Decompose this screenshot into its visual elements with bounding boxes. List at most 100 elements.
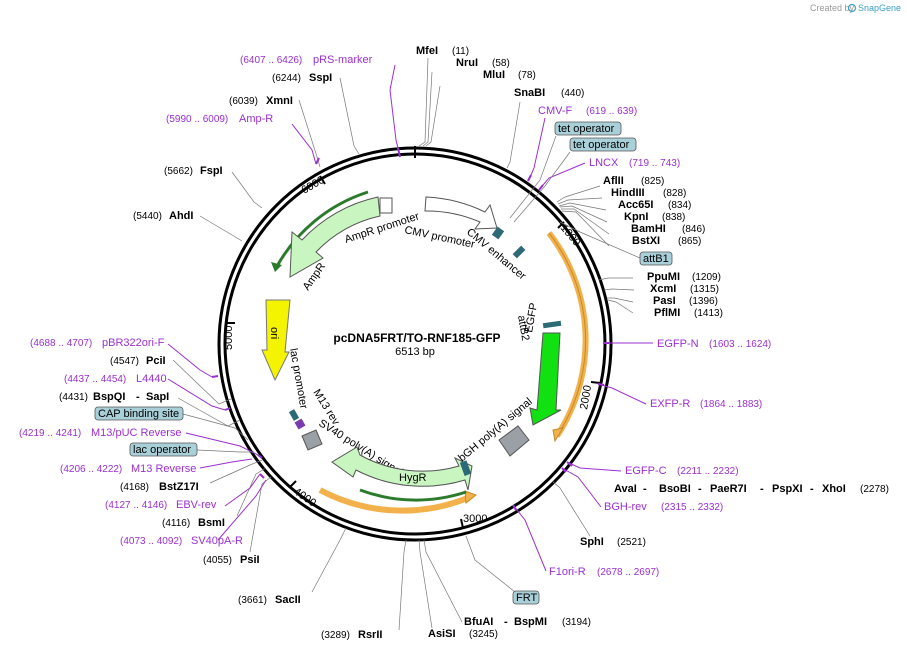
box-cap-label: CAP binding site bbox=[98, 408, 179, 420]
enzyme-xhoi-pos: (2278) bbox=[860, 484, 889, 495]
primer-labels: (6407 .. 6426) pRS-marker (5990 .. 6009)… bbox=[19, 54, 771, 578]
enzyme-ahdi-pos: (5440) bbox=[133, 211, 162, 222]
bgh-label: bGH poly(A) signal bbox=[456, 396, 534, 465]
enzyme-bsobi: BsoBI bbox=[659, 483, 691, 495]
lac-promoter-shape bbox=[301, 429, 323, 451]
watermark-prefix: Created by bbox=[810, 3, 855, 13]
green-arc-top bbox=[274, 190, 369, 269]
enzyme-bstxi-pos: (865) bbox=[678, 236, 701, 247]
cmv-enhancer-arrow bbox=[424, 196, 498, 230]
enzyme-sep-2: - bbox=[698, 483, 702, 495]
enzyme-sspi-pos: (6244) bbox=[272, 73, 301, 84]
plasmid-title: pcDNA5FRT/TO-RNF185-GFP bbox=[333, 331, 500, 345]
tick-mark-2000 bbox=[590, 381, 601, 384]
primer-m13puc-range: (4219 .. 4241) bbox=[19, 428, 81, 439]
tet-operator-mark-2 bbox=[512, 245, 526, 259]
enzyme-saci: SacII bbox=[275, 594, 301, 606]
tet-operator-mark-1 bbox=[491, 226, 505, 240]
enzyme-bfuai: BfuAI bbox=[464, 616, 493, 628]
hygr-arrow bbox=[331, 446, 473, 491]
enzyme-aflii-pos: (825) bbox=[641, 176, 664, 187]
frt-leader bbox=[465, 535, 516, 593]
ori-arrow bbox=[261, 299, 291, 382]
primer-ampr-range: (5990 .. 6009) bbox=[166, 114, 228, 125]
enzyme-pcii-pos: (4547) bbox=[110, 356, 139, 367]
tick-mark-1000 bbox=[557, 221, 565, 229]
primer-sv40pa-name: SV40pA-R bbox=[191, 535, 243, 547]
enzyme-psii-pos: (4055) bbox=[203, 555, 232, 566]
attb2-label: attB2 bbox=[515, 314, 531, 341]
enzyme-sep-6: - bbox=[136, 391, 140, 403]
primer-prs-name: pRS-marker bbox=[313, 54, 373, 66]
enzyme-xhoi: XhoI bbox=[822, 483, 846, 495]
enzyme-asisi-pos: (3245) bbox=[469, 629, 498, 640]
plasmid-size: 6513 bp bbox=[395, 346, 435, 358]
enzyme-pcii: PciI bbox=[146, 355, 166, 367]
green-arc-top-head bbox=[271, 262, 282, 272]
box-frt bbox=[512, 590, 540, 605]
primer-pbr322-range: (4688 .. 4707) bbox=[30, 338, 92, 349]
tick-label-3000: 3000 bbox=[463, 513, 487, 525]
enzyme-nrui-pos: (58) bbox=[492, 58, 510, 69]
enzyme-bspmi-pos: (3194) bbox=[562, 617, 591, 628]
enzyme-aflii: AflII bbox=[603, 175, 624, 187]
enzyme-kpni: KpnI bbox=[624, 211, 648, 223]
primer-m13rev-range: (4206 .. 4222) bbox=[60, 464, 122, 475]
enzyme-sapi: SapI bbox=[146, 391, 169, 403]
enzyme-mlui: MluI bbox=[483, 69, 505, 81]
enzyme-sep-1: - bbox=[643, 483, 647, 495]
enzyme-bamhi-pos: (846) bbox=[682, 224, 705, 235]
enzyme-ahdi: AhdI bbox=[169, 210, 193, 222]
primer-sv40pa-range: (4073 .. 4092) bbox=[120, 536, 182, 547]
primer-egfpc-name: EGFP-C bbox=[625, 465, 667, 477]
m13-rev-mark bbox=[294, 418, 306, 430]
box-tetop2 bbox=[569, 137, 637, 152]
snapgene-watermark: Created by SnapGene bbox=[810, 3, 901, 13]
orange-arc-bottom-head bbox=[464, 490, 478, 504]
tick-label-6000: 6000 bbox=[300, 174, 327, 197]
enzyme-bspqi-pos: (4431) bbox=[59, 392, 88, 403]
enzyme-bspqi: BspQI bbox=[93, 391, 125, 403]
cmv-enhancer-label: CMV promoter bbox=[403, 224, 476, 251]
primer-prs-range: (6407 .. 6426) bbox=[240, 55, 302, 66]
enzyme-bsmi-pos: (4116) bbox=[162, 518, 190, 529]
box-cap bbox=[94, 406, 184, 421]
enzyme-ppumi: PpuMI bbox=[647, 271, 680, 283]
orange-arc-right-head bbox=[552, 427, 565, 443]
egfp-arrow bbox=[529, 332, 562, 426]
enzyme-pflmi: PflMI bbox=[654, 307, 680, 319]
box-frt-label: FRT bbox=[516, 592, 537, 604]
ampr-promoter-shape bbox=[379, 197, 393, 214]
primer-bghrev-name: BGH-rev bbox=[604, 501, 647, 513]
enzyme-pasi: PasI bbox=[653, 295, 676, 307]
enzyme-pasi-pos: (1396) bbox=[689, 296, 718, 307]
hygr-label: HygR bbox=[399, 472, 427, 484]
enzyme-nrui: NruI bbox=[456, 57, 478, 69]
lacop-leader bbox=[196, 449, 254, 453]
ampr-arrow bbox=[289, 196, 381, 278]
primer-egfpn-name: EGFP-N bbox=[657, 338, 699, 350]
primer-l4440-name: L4440 bbox=[136, 373, 167, 385]
primer-ebvrev-name: EBV-rev bbox=[176, 499, 217, 511]
primer-cmvf-name: CMV-F bbox=[538, 105, 573, 117]
primer-exfpr-name: EXFP-R bbox=[650, 398, 690, 410]
primer-m13puc-name: M13/pUC Reverse bbox=[91, 427, 181, 439]
tick-mark-6000 bbox=[319, 175, 326, 185]
enzyme-rsrii-pos: (3289) bbox=[321, 630, 350, 641]
enzyme-snabi-pos: (440) bbox=[561, 88, 584, 99]
tetop2-leader bbox=[513, 151, 571, 223]
tick-mark-3000 bbox=[460, 518, 464, 529]
tick-label-1000: 1000 bbox=[558, 222, 583, 248]
boxed-labels: tet operator tet operator attB1 FRT CAP … bbox=[94, 121, 673, 605]
tick-mark-4000 bbox=[289, 480, 297, 488]
snapgene-logo-icon bbox=[847, 3, 857, 13]
enzyme-sep-4: - bbox=[810, 483, 814, 495]
primer-exfpr-range: (1864 .. 1883) bbox=[700, 399, 762, 410]
lac-promoter-label: lac promoter bbox=[287, 347, 309, 410]
enzyme-bamhi: BamHI bbox=[631, 223, 666, 235]
enzyme-acc65i: Acc65I bbox=[618, 199, 653, 211]
enzyme-labels: MfeI (11) NruI (58) MluI (78) SnaBI (440… bbox=[59, 45, 889, 641]
enzyme-pflmi-pos: (1413) bbox=[694, 308, 723, 319]
attb1-leader bbox=[559, 221, 641, 259]
enzyme-bsmi: BsmI bbox=[198, 517, 225, 529]
